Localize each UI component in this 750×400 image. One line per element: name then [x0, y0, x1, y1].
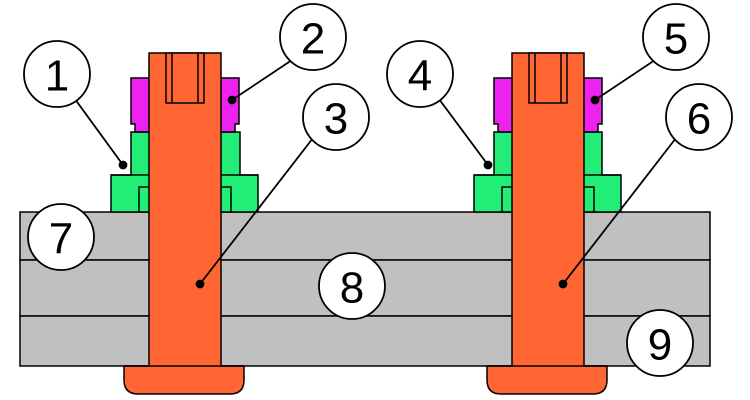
leader-4-dot: [483, 160, 493, 170]
callout-2-circle: [279, 3, 347, 71]
callout-5-label: 5: [664, 15, 688, 64]
leader-3: [199, 137, 314, 285]
callout-6-circle: [665, 83, 733, 151]
leader-4: [435, 94, 489, 166]
callout-labels: 1 2 3 4 5 6 7 8 9: [45, 15, 711, 370]
leader-3-dot: [195, 279, 205, 289]
callout-1-label: 1: [45, 52, 69, 101]
leader-lines: [71, 59, 677, 289]
callout-8-circle: [318, 252, 386, 320]
callouts: [23, 3, 733, 377]
leader-5: [594, 59, 656, 101]
callout-2-label: 2: [301, 15, 325, 64]
right-bolt: [486, 52, 608, 395]
leader-1-dot: [118, 160, 128, 170]
callout-3-circle: [302, 83, 370, 151]
leader-1: [71, 94, 124, 166]
leader-6-dot: [558, 279, 568, 289]
callout-9-circle: [626, 309, 694, 377]
callout-5-circle: [642, 3, 710, 71]
leader-2: [231, 59, 293, 101]
plate-top: [19, 211, 711, 261]
callout-6-label: 6: [687, 95, 711, 144]
callout-4-label: 4: [408, 52, 432, 101]
callout-9-label: 9: [648, 321, 672, 370]
callout-3-label: 3: [324, 95, 348, 144]
callout-4-circle: [386, 40, 454, 108]
leader-5-dot: [590, 95, 600, 105]
callout-7-circle: [27, 203, 95, 271]
callout-8-label: 8: [340, 264, 364, 313]
callout-1-circle: [23, 40, 91, 108]
right-fastener: [473, 52, 622, 395]
leader-2-dot: [227, 95, 237, 105]
leader-6: [562, 137, 677, 285]
left-bolt: [123, 52, 245, 395]
callout-7-label: 7: [49, 215, 73, 264]
left-fastener: [110, 52, 259, 395]
plate-bottom: [19, 315, 711, 367]
